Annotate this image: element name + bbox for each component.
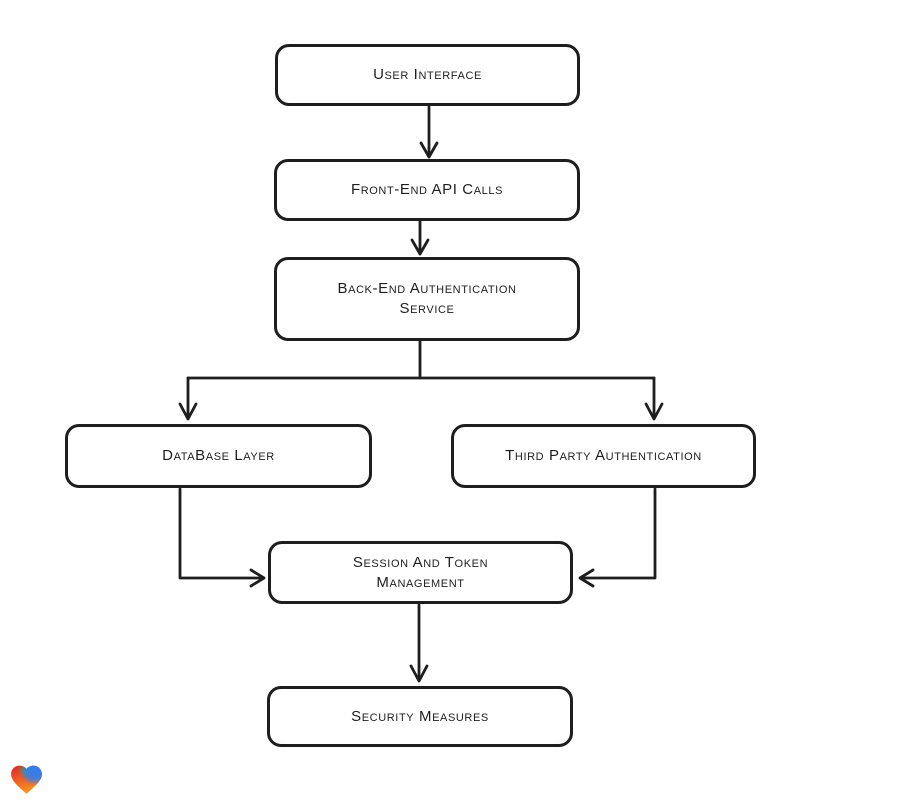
arrow-session-to-security: [409, 603, 429, 683]
node-label-line2: Management: [376, 573, 465, 591]
node-label: Third Party Authentication: [505, 447, 702, 464]
node-label-line2: Service: [399, 300, 455, 317]
node-user-interface[interactable]: User Interface: [275, 44, 580, 106]
node-label: DataBase Layer: [162, 447, 275, 464]
arrow-ui-to-frontend: [419, 105, 439, 159]
node-label: Security Measures: [351, 707, 489, 725]
node-label: User Interface: [373, 66, 482, 83]
arrow-backend-branch: [178, 339, 664, 421]
arrow-frontend-to-backend: [410, 219, 430, 256]
node-security-measures[interactable]: Security Measures: [267, 686, 573, 747]
node-back-end-authentication-service[interactable]: Back-End Authentication Service: [274, 257, 580, 341]
node-label-line1: Back-End Authentication: [337, 280, 517, 297]
gradient-heart-logo[interactable]: [8, 761, 45, 798]
node-database-layer[interactable]: DataBase Layer: [65, 424, 372, 488]
node-label-line1: Session And Token: [352, 553, 489, 571]
arrow-thirdparty-to-session: [578, 487, 657, 588]
node-session-and-token-management[interactable]: Session And Token Management: [268, 541, 573, 604]
node-third-party-authentication[interactable]: Third Party Authentication: [451, 424, 756, 488]
node-label: Front-End API Calls: [350, 181, 504, 198]
node-front-end-api-calls[interactable]: Front-End API Calls: [274, 159, 580, 221]
arrow-database-to-session: [178, 487, 266, 588]
